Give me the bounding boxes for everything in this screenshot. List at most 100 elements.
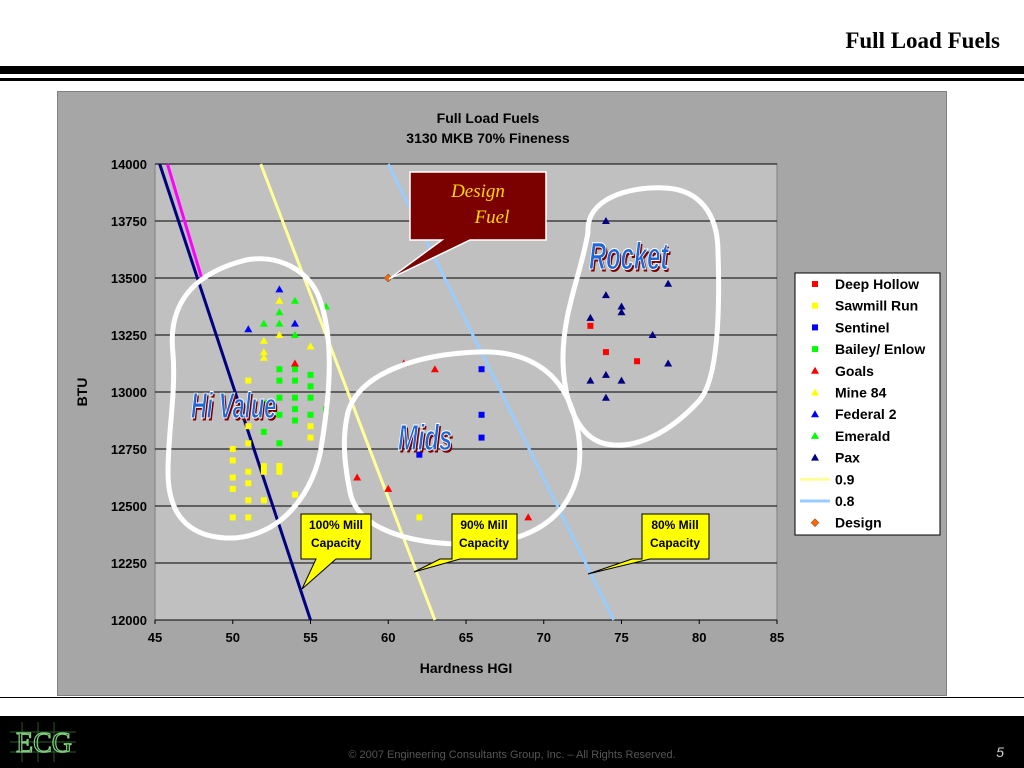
data-point xyxy=(384,484,393,492)
data-point xyxy=(601,217,610,224)
ecg-logo: ECG xyxy=(10,722,76,762)
data-point xyxy=(290,319,299,327)
legend-entry-label: Emerald xyxy=(835,428,890,444)
x-tick-label: 75 xyxy=(614,630,628,645)
grid-lines xyxy=(155,163,777,621)
footer-rule xyxy=(0,697,1024,698)
legend-entry-label: Federal 2 xyxy=(835,406,897,422)
data-point xyxy=(291,366,298,373)
data-point xyxy=(259,353,268,361)
y-tick-label: 13000 xyxy=(111,385,147,400)
x-tick-label: 70 xyxy=(537,630,551,645)
data-point xyxy=(617,308,626,316)
data-point xyxy=(602,349,609,356)
x-tick-label: 80 xyxy=(692,630,706,645)
data-point xyxy=(275,308,284,316)
y-tick-label: 12000 xyxy=(111,613,147,628)
x-axis-label: Hardness HGI xyxy=(420,660,513,676)
data-point xyxy=(291,417,298,424)
slide-footer: ECG © 2007 Engineering Consultants Group… xyxy=(0,716,1024,768)
data-point xyxy=(276,468,283,475)
data-point xyxy=(307,411,314,418)
chart-subtitle: 3130 MKB 70% Fineness xyxy=(406,130,570,146)
data-point xyxy=(601,291,610,299)
legend-entry-label: Sawmill Run xyxy=(835,298,918,314)
data-point xyxy=(260,463,267,470)
legend-entry-label: 0.8 xyxy=(835,493,855,509)
data-point xyxy=(291,377,298,384)
svg-text:Hi Value: Hi Value xyxy=(193,389,278,429)
svg-text:Mids: Mids xyxy=(400,419,454,460)
legend-marker xyxy=(811,453,819,461)
y-tick-label: 12250 xyxy=(111,556,147,571)
x-tick-label: 50 xyxy=(226,630,240,645)
data-point xyxy=(307,394,314,401)
legend-entry-label: Pax xyxy=(835,450,860,466)
data-point xyxy=(276,394,283,401)
mill-100-callout xyxy=(300,513,372,590)
data-point xyxy=(245,480,252,487)
copyright-text: © 2007 Engineering Consultants Group, In… xyxy=(348,749,676,761)
data-point xyxy=(245,423,252,430)
svg-text:Rocket: Rocket xyxy=(591,237,671,280)
data-points xyxy=(229,217,673,521)
x-tick-label: 55 xyxy=(303,630,317,645)
header-rule-thick xyxy=(0,66,1024,74)
svg-text:ECG: ECG xyxy=(16,728,72,759)
data-point xyxy=(276,377,283,384)
y-tick-label: 13500 xyxy=(111,271,147,286)
data-point xyxy=(276,411,283,418)
data-point xyxy=(291,406,298,413)
legend-marker xyxy=(810,518,820,528)
data-point xyxy=(245,377,252,384)
data-point xyxy=(664,359,673,367)
legend-marker xyxy=(811,388,819,396)
legend-marker xyxy=(811,431,819,439)
data-point xyxy=(416,514,423,521)
data-point xyxy=(259,319,268,327)
data-point xyxy=(307,383,314,390)
data-point xyxy=(259,336,268,344)
y-tick-label: 12500 xyxy=(111,499,147,514)
data-point xyxy=(478,366,485,373)
data-point xyxy=(524,513,533,521)
legend-entry-label: Bailey/ Enlow xyxy=(835,341,925,357)
chart-title: Full Load Fuels xyxy=(437,110,540,126)
mill-90-line1: 90% Mill xyxy=(460,518,507,532)
data-point xyxy=(245,440,252,447)
data-point xyxy=(245,497,252,504)
x-tick-label: 60 xyxy=(381,630,395,645)
data-point xyxy=(229,514,236,521)
data-point xyxy=(245,514,252,521)
data-point xyxy=(587,322,594,329)
data-point xyxy=(290,359,299,367)
y-tick-label: 14000 xyxy=(111,157,147,172)
data-point xyxy=(275,319,284,327)
mill-90-callout xyxy=(413,513,518,573)
data-point xyxy=(244,325,253,333)
data-point xyxy=(430,365,439,373)
data-point xyxy=(307,434,314,441)
legend-entry-label: 0.9 xyxy=(835,471,855,487)
legend-marker xyxy=(811,366,819,374)
capacity-line xyxy=(166,163,204,279)
slide-title: Full Load Fuels xyxy=(845,28,1000,53)
data-point xyxy=(634,358,641,365)
data-point xyxy=(276,366,283,373)
data-point xyxy=(601,393,610,401)
legend-marker xyxy=(812,281,818,287)
mill-100-line1: 100% Mill xyxy=(309,518,363,532)
data-point xyxy=(306,342,315,350)
mids-outline xyxy=(341,349,583,547)
data-point xyxy=(229,446,236,452)
svg-text:Rocket: Rocket xyxy=(589,234,669,277)
data-point xyxy=(353,473,362,481)
rocket-outline xyxy=(560,185,722,448)
data-point xyxy=(290,331,299,338)
data-point xyxy=(276,440,283,447)
data-point xyxy=(275,331,284,338)
y-tick-labels: 1200012250125001275013000132501350013750… xyxy=(111,157,147,628)
data-point xyxy=(259,348,268,356)
